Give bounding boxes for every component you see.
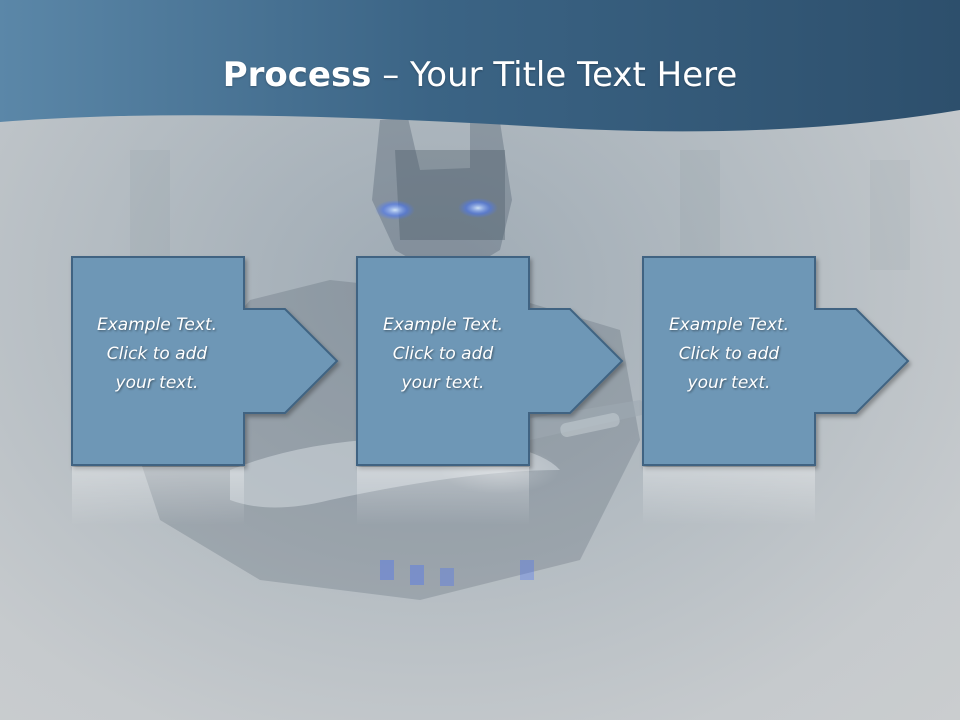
step-text-line: your text. bbox=[687, 373, 771, 393]
process-step-3[interactable] bbox=[642, 256, 910, 525]
step-arrow-shape bbox=[642, 256, 910, 466]
title-bold: Process bbox=[222, 55, 372, 95]
step-text-line: Example Text. bbox=[668, 315, 790, 335]
step-2-text[interactable]: Example Text. Click to add your text. bbox=[358, 311, 528, 398]
step-text-line: Example Text. bbox=[96, 315, 218, 335]
process-step-1[interactable] bbox=[71, 256, 339, 525]
step-arrow-shape bbox=[356, 256, 624, 466]
step-1-text[interactable]: Example Text. Click to add your text. bbox=[72, 311, 242, 398]
step-text-line: your text. bbox=[401, 373, 485, 393]
step-reflection bbox=[643, 467, 815, 525]
step-3-text[interactable]: Example Text. Click to add your text. bbox=[644, 311, 814, 398]
header-banner bbox=[0, 0, 960, 132]
step-text-line: Click to add bbox=[392, 344, 494, 364]
step-reflection bbox=[72, 467, 244, 525]
step-text-line: your text. bbox=[115, 373, 199, 393]
step-text-line: Click to add bbox=[678, 344, 780, 364]
step-reflection bbox=[357, 467, 529, 525]
step-arrow-shape bbox=[71, 256, 339, 466]
title-rest: – Your Title Text Here bbox=[371, 55, 738, 95]
step-text-line: Example Text. bbox=[382, 315, 504, 335]
process-step-2[interactable] bbox=[356, 256, 624, 525]
slide-title[interactable]: Process – Your Title Text Here bbox=[0, 52, 960, 98]
step-text-line: Click to add bbox=[106, 344, 208, 364]
